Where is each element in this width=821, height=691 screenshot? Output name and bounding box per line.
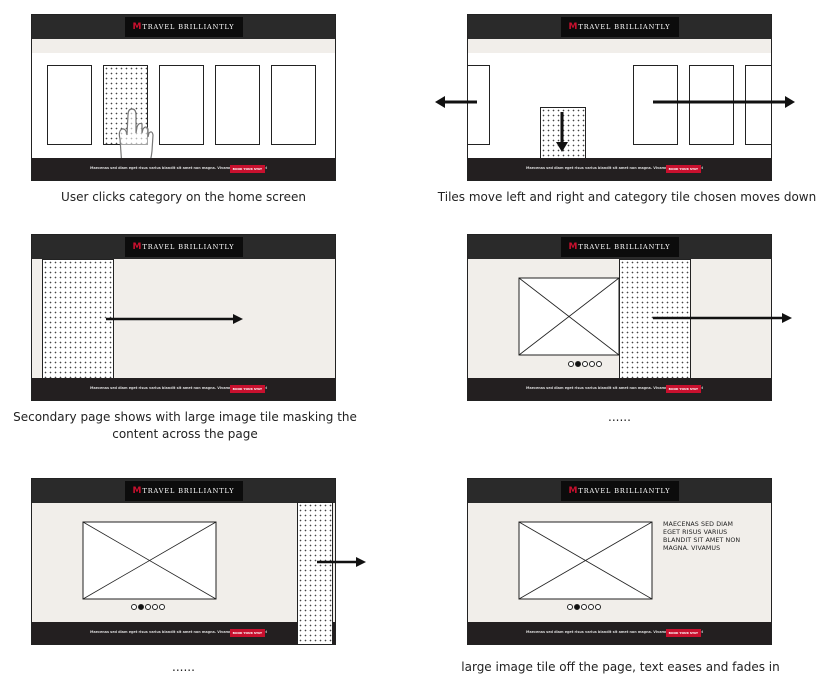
logo-text: TRAVEL BRILLIANTLY bbox=[578, 23, 671, 31]
category-tile bbox=[689, 65, 734, 145]
footer-bar: Maecenas sed diam eget risus varius blan… bbox=[468, 378, 771, 400]
carousel-dot[interactable] bbox=[588, 604, 594, 610]
step-caption: large image tile off the page, text ease… bbox=[461, 660, 780, 674]
category-tile[interactable] bbox=[159, 65, 204, 145]
header-bar: M TRAVEL BRILLIANTLY bbox=[32, 15, 335, 39]
footer-text: Maecenas sed diam eget risus varius blan… bbox=[526, 386, 703, 390]
logo-mark: M bbox=[568, 242, 578, 252]
brand-logo[interactable]: M TRAVEL BRILLIANTLY bbox=[124, 481, 243, 501]
carousel-dot-active[interactable] bbox=[138, 604, 144, 610]
image-placeholder-icon bbox=[518, 521, 653, 600]
header-bar: M TRAVEL BRILLIANTLY bbox=[32, 235, 335, 259]
brand-logo[interactable]: M TRAVEL BRILLIANTLY bbox=[560, 481, 679, 501]
carousel-dot[interactable] bbox=[131, 604, 137, 610]
secondary-screen-frame: M TRAVEL BRILLIANTLY Maecenas sed diam e… bbox=[31, 478, 336, 645]
carousel-dot-active[interactable] bbox=[574, 604, 580, 610]
step-caption: Tiles move left and right and category t… bbox=[437, 190, 817, 204]
book-button[interactable]: BOOK YOUR STAY bbox=[229, 629, 265, 637]
step-1-panel: M TRAVEL BRILLIANTLY Maecenas sed diam e… bbox=[31, 14, 336, 214]
footer-text: Maecenas sed diam eget risus varius blan… bbox=[90, 166, 267, 170]
detail-screen-frame: M TRAVEL BRILLIANTLY MAECENAS SED DIAM E… bbox=[467, 478, 772, 645]
logo-text: TRAVEL BRILLIANTLY bbox=[578, 243, 671, 251]
large-image-tile bbox=[42, 259, 114, 380]
carousel-dots[interactable] bbox=[568, 361, 602, 367]
logo-text: TRAVEL BRILLIANTLY bbox=[142, 243, 235, 251]
carousel-dot[interactable] bbox=[582, 361, 588, 367]
step-2-panel: M TRAVEL BRILLIANTLY Maecenas sed diam e… bbox=[435, 14, 821, 214]
logo-text: TRAVEL BRILLIANTLY bbox=[142, 487, 235, 495]
step-6-panel: M TRAVEL BRILLIANTLY MAECENAS SED DIAM E… bbox=[461, 478, 821, 678]
book-button[interactable]: BOOK YOUR STAY bbox=[665, 385, 701, 393]
logo-text: TRAVEL BRILLIANTLY bbox=[142, 23, 235, 31]
book-button[interactable]: BOOK YOUR STAY bbox=[665, 165, 701, 173]
transition-screen-frame: M TRAVEL BRILLIANTLY Maecenas sed diam e… bbox=[467, 14, 772, 181]
category-tile-selected[interactable] bbox=[103, 65, 148, 145]
category-tile[interactable] bbox=[47, 65, 92, 145]
step-caption: Secondary page shows with large image ti… bbox=[13, 410, 357, 441]
header-bar: M TRAVEL BRILLIANTLY bbox=[468, 15, 771, 39]
footer-text: Maecenas sed diam eget risus varius blan… bbox=[90, 630, 267, 634]
home-screen-frame: M TRAVEL BRILLIANTLY Maecenas sed diam e… bbox=[31, 14, 336, 181]
footer-bar: Maecenas sed diam eget risus varius blan… bbox=[468, 158, 771, 180]
large-image-tile bbox=[297, 502, 333, 645]
category-tile[interactable] bbox=[271, 65, 316, 145]
carousel-dot[interactable] bbox=[567, 604, 573, 610]
carousel-dot[interactable] bbox=[159, 604, 165, 610]
step-4-panel: M TRAVEL BRILLIANTLY Maecenas sed diam e… bbox=[467, 234, 821, 434]
secondary-screen-frame: M TRAVEL BRILLIANTLY Maecenas sed diam e… bbox=[467, 234, 772, 401]
carousel-dot[interactable] bbox=[152, 604, 158, 610]
book-button[interactable]: BOOK YOUR STAY bbox=[665, 629, 701, 637]
carousel-dot[interactable] bbox=[568, 361, 574, 367]
category-tile bbox=[468, 65, 490, 145]
carousel-dot[interactable] bbox=[595, 604, 601, 610]
logo-mark: M bbox=[132, 242, 142, 252]
logo-mark: M bbox=[568, 22, 578, 32]
brand-logo[interactable]: M TRAVEL BRILLIANTLY bbox=[560, 237, 679, 257]
carousel-dots[interactable] bbox=[131, 604, 165, 610]
footer-bar: Maecenas sed diam eget risus varius blan… bbox=[468, 622, 771, 644]
detail-text: MAECENAS SED DIAM EGET RISUS VARIUS BLAN… bbox=[663, 521, 741, 552]
footer-text: Maecenas sed diam eget risus varius blan… bbox=[526, 166, 703, 170]
footer-bar: Maecenas sed diam eget risus varius blan… bbox=[32, 622, 335, 644]
category-tile bbox=[633, 65, 678, 145]
carousel-dot-active[interactable] bbox=[575, 361, 581, 367]
step-caption: ...... bbox=[608, 410, 631, 424]
carousel-dot[interactable] bbox=[589, 361, 595, 367]
category-tile[interactable] bbox=[215, 65, 260, 145]
top-strip bbox=[468, 39, 771, 53]
top-strip bbox=[32, 39, 335, 53]
category-tile bbox=[745, 65, 771, 145]
footer-text: Maecenas sed diam eget risus varius blan… bbox=[526, 630, 703, 634]
carousel-dots[interactable] bbox=[567, 604, 601, 610]
header-bar: M TRAVEL BRILLIANTLY bbox=[32, 479, 335, 503]
step-5-panel: M TRAVEL BRILLIANTLY Maecenas sed diam e… bbox=[31, 478, 385, 678]
image-placeholder-icon bbox=[82, 521, 217, 600]
logo-mark: M bbox=[132, 486, 142, 496]
step-caption: ...... bbox=[172, 660, 195, 674]
header-bar: M TRAVEL BRILLIANTLY bbox=[468, 235, 771, 259]
large-image-tile bbox=[619, 259, 691, 380]
step-3-panel: M TRAVEL BRILLIANTLY Maecenas sed diam e… bbox=[13, 234, 357, 454]
footer-bar: Maecenas sed diam eget risus varius blan… bbox=[32, 378, 335, 400]
footer-bar: Maecenas sed diam eget risus varius blan… bbox=[32, 158, 335, 180]
header-bar: M TRAVEL BRILLIANTLY bbox=[468, 479, 771, 503]
book-button[interactable]: BOOK YOUR STAY bbox=[229, 385, 265, 393]
brand-logo[interactable]: M TRAVEL BRILLIANTLY bbox=[124, 237, 243, 257]
carousel-dot[interactable] bbox=[596, 361, 602, 367]
logo-text: TRAVEL BRILLIANTLY bbox=[578, 487, 671, 495]
book-button[interactable]: BOOK YOUR STAY bbox=[229, 165, 265, 173]
secondary-screen-frame: M TRAVEL BRILLIANTLY Maecenas sed diam e… bbox=[31, 234, 336, 401]
carousel-dot[interactable] bbox=[145, 604, 151, 610]
footer-text: Maecenas sed diam eget risus varius blan… bbox=[90, 386, 267, 390]
logo-mark: M bbox=[132, 22, 142, 32]
step-caption: User clicks category on the home screen bbox=[61, 190, 306, 204]
brand-logo[interactable]: M TRAVEL BRILLIANTLY bbox=[560, 17, 679, 37]
carousel-dot[interactable] bbox=[581, 604, 587, 610]
brand-logo[interactable]: M TRAVEL BRILLIANTLY bbox=[124, 17, 243, 37]
logo-mark: M bbox=[568, 486, 578, 496]
